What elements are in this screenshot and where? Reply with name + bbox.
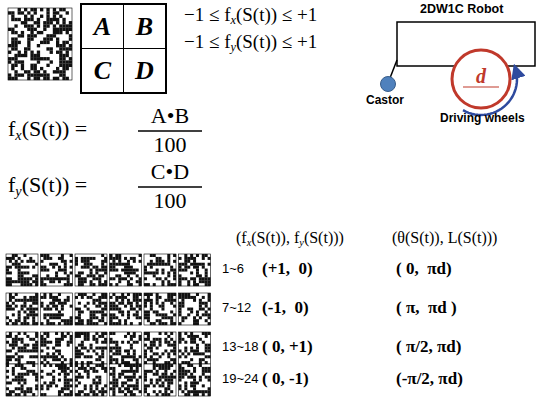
grid-cell: B xyxy=(123,3,167,49)
fraction-bar xyxy=(138,130,202,132)
index-range: 1~6 xyxy=(222,262,244,276)
castor-wheel xyxy=(381,77,396,92)
index-range: 19~24 xyxy=(222,372,259,386)
grid-cell: C xyxy=(80,48,124,94)
force-vector: (+1, 0) xyxy=(262,260,313,279)
numerator: C•D xyxy=(151,160,189,184)
range-formula: −1 ≤ fx(S(t)) ≤ +1 xyxy=(184,5,317,28)
column-header: (fx(S(t)), fy(S(t))) xyxy=(236,229,344,248)
diameter-label: d xyxy=(476,65,486,88)
motion-command: (-π/2, πd) xyxy=(396,370,463,389)
numerator: A•B xyxy=(151,104,189,128)
motion-command: ( π, πd ) xyxy=(396,299,457,318)
force-vector: ( 0, -1) xyxy=(262,370,309,389)
range-formula: −1 ≤ fy(S(t)) ≤ +1 xyxy=(184,32,317,55)
formula: fx(S(t)) = xyxy=(8,117,87,143)
formula: fy(S(t)) = xyxy=(8,173,87,199)
cell-letter: B xyxy=(136,12,153,42)
driving-wheel: d xyxy=(450,48,512,110)
grid-cell: D xyxy=(123,48,167,94)
column-header: (θ(S(t)), L(S(t))) xyxy=(392,229,497,247)
force-vector: (-1, 0) xyxy=(262,299,309,318)
motion-command: ( 0, πd) xyxy=(396,260,452,279)
cell-letter: A xyxy=(94,12,111,42)
random-pattern xyxy=(6,8,211,396)
castor-strut xyxy=(390,60,397,78)
cell-letter: C xyxy=(94,56,111,86)
grid-cell: A xyxy=(80,3,124,49)
cell-letter: D xyxy=(135,56,154,86)
part-name: Castor xyxy=(366,94,404,107)
robot-title: 2DW1C Robot xyxy=(420,3,503,17)
denominator: 100 xyxy=(154,189,187,213)
index-range: 7~12 xyxy=(222,301,251,315)
fraction-bar xyxy=(138,186,202,188)
force-vector: ( 0, +1) xyxy=(262,338,313,357)
part-name: Driving wheels xyxy=(440,112,525,125)
motion-command: ( π/2, πd) xyxy=(396,338,461,357)
index-range: 13~18 xyxy=(222,340,259,354)
denominator: 100 xyxy=(154,133,187,157)
